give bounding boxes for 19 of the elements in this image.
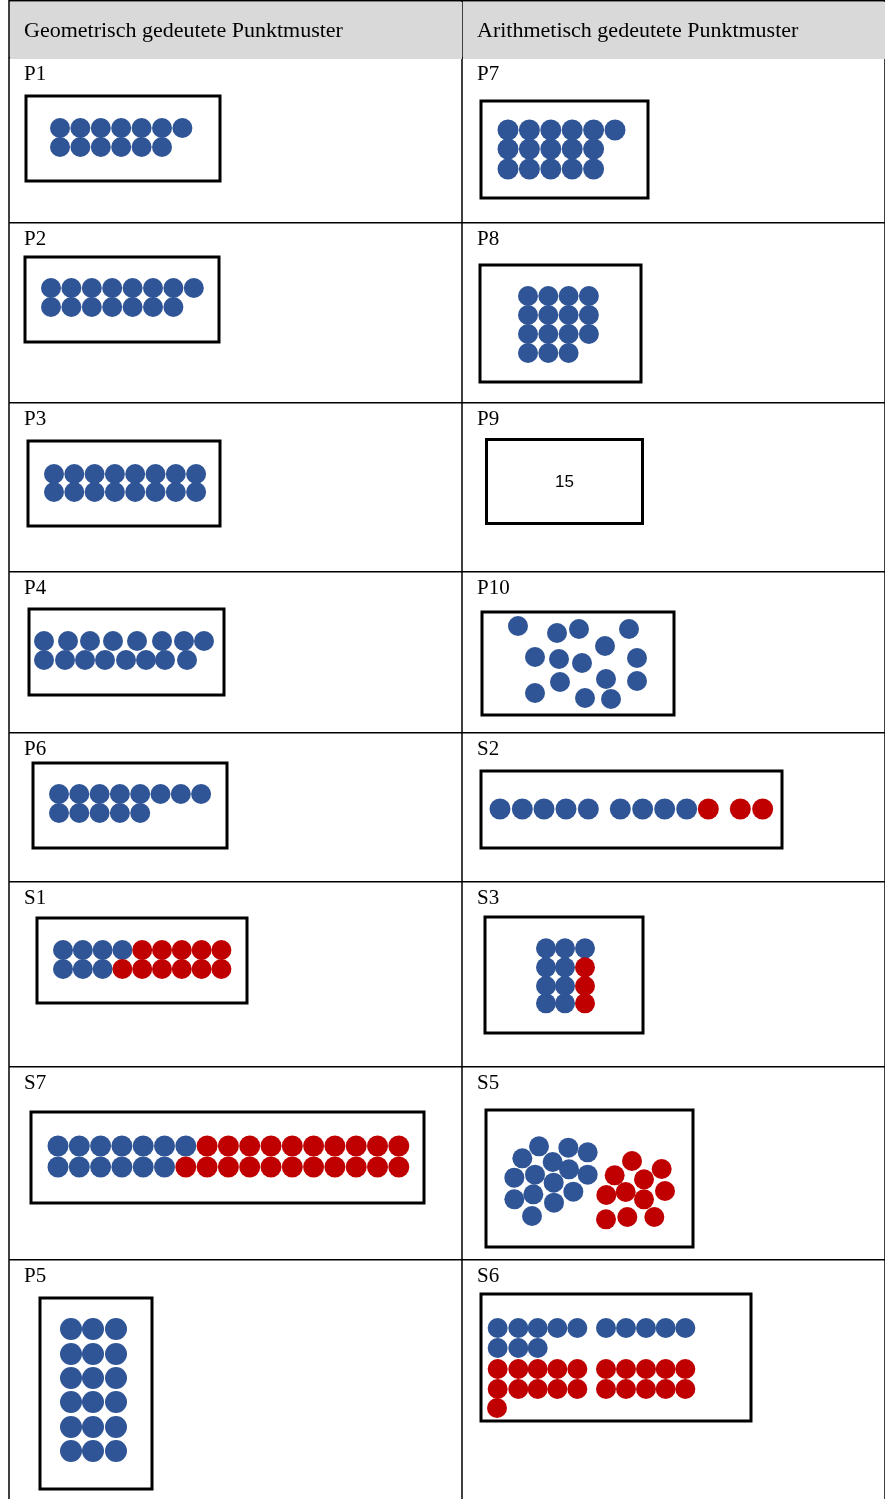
pattern-label: P1 [24, 63, 47, 84]
pattern-label: P2 [24, 228, 47, 249]
pattern-label: P9 [477, 408, 500, 429]
pattern-label: S3 [477, 887, 500, 908]
pattern-label: P6 [24, 738, 47, 759]
pattern-label: P8 [477, 228, 500, 249]
pattern-label: P7 [477, 63, 500, 84]
pattern-label: S5 [477, 1072, 500, 1093]
pattern-label: S7 [24, 1072, 47, 1093]
pattern-label: S6 [477, 1265, 500, 1286]
pattern-label: P5 [24, 1265, 47, 1286]
column-header: Arithmetisch gedeutete Punktmuster [463, 1, 885, 59]
pattern-label: S1 [24, 887, 47, 908]
number-card: 15 [485, 438, 644, 525]
pattern-label: P10 [477, 577, 510, 598]
column-header: Geometrisch gedeutete Punktmuster [10, 1, 462, 59]
pattern-label: P4 [24, 577, 47, 598]
pattern-label: P3 [24, 408, 47, 429]
pattern-label: S2 [477, 738, 500, 759]
